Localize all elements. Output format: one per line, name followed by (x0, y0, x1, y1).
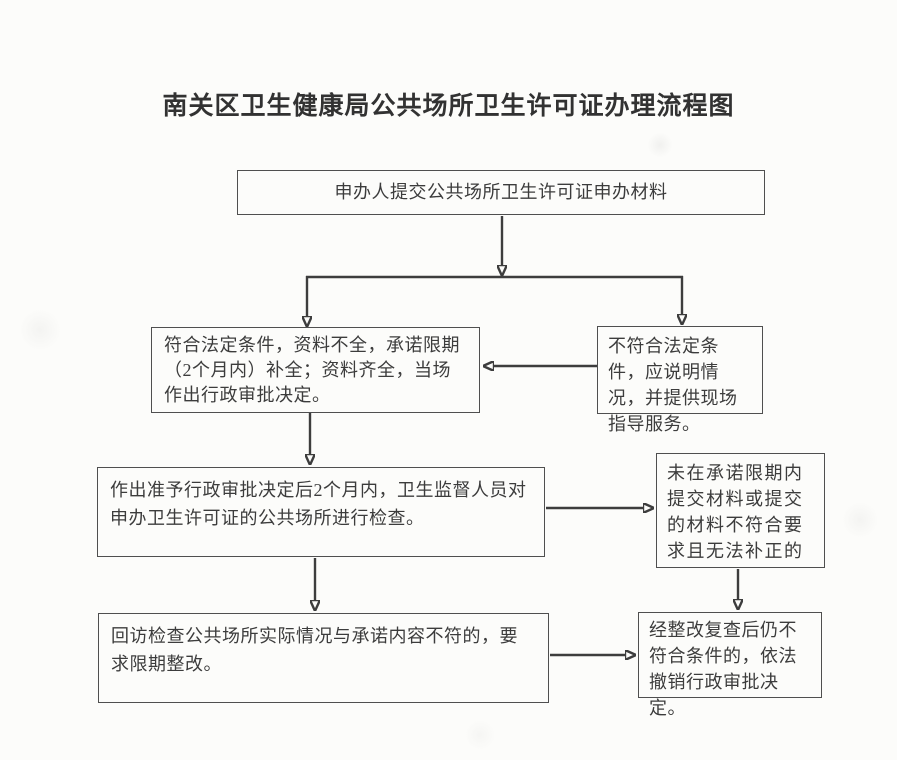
node-revoke-decision: 经整改复查后仍不符合条件的，依法撤销行政审批决定。 (638, 612, 822, 718)
node-submit-materials: 申办人提交公共场所卫生许可证申办材料 (237, 170, 765, 215)
node-submit-materials-text: 申办人提交公共场所卫生许可证申办材料 (334, 182, 668, 202)
node-failed-submission: 未在承诺限期内提交材料或提交的材料不符合要求且无法补正的 (656, 453, 825, 568)
page-title: 南关区卫生健康局公共场所卫生许可证办理流程图 (162, 92, 735, 120)
node-not-meets-conditions: 不符合法定条件，应说明情况，并提供现场指导服务。 (597, 326, 763, 434)
node-meets-conditions: 符合法定条件，资料不全，承诺限期（2个月内）补全；资料齐全，当场作出行政审批决定… (151, 327, 480, 413)
node-onsite-inspection: 作出准予行政审批决定后2个月内，卫生监督人员对申办卫生许可证的公共场所进行检查。 (97, 467, 545, 557)
node-revisit-rectify: 回访检查公共场所实际情况与承诺内容不符的，要求限期整改。 (98, 613, 549, 703)
